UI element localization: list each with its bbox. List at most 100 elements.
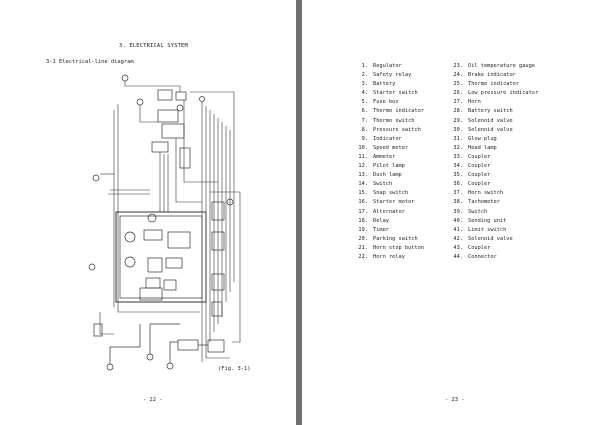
parts-list-number: 23. — [453, 63, 463, 69]
parts-list-number: 38. — [453, 199, 463, 206]
wire — [139, 105, 158, 123]
panel-frame — [119, 215, 203, 299]
regulator-symbol — [175, 91, 187, 101]
gauge-symbol — [124, 231, 136, 243]
parts-list-item: 6.Thermo indicator — [354, 107, 424, 116]
ground-symbol — [146, 353, 154, 361]
parts-list-item: 1.Regulator — [354, 62, 424, 71]
parts-list-item: 2.Safety relay — [354, 71, 424, 80]
parts-list-label: Dush lamp — [373, 172, 402, 179]
parts-list-label: Coupler — [468, 244, 491, 251]
parts-list-label: Starter motor — [373, 199, 415, 206]
parts-list-item: 42.Solenoid valve — [449, 235, 538, 244]
parts-list-number: 12. — [358, 163, 368, 170]
parts-list-number: 19. — [358, 226, 368, 233]
parts-list-item: 12.Pilot lamp — [354, 162, 424, 171]
parts-list-number: 21. — [358, 244, 368, 251]
parts-list-label: Brake indicator — [468, 72, 516, 79]
parts-list-number: 9. — [361, 135, 368, 142]
parts-list-number: 22. — [358, 253, 368, 260]
wire — [149, 323, 180, 354]
connector-symbol — [211, 301, 223, 317]
parts-list-number: 25. — [453, 81, 463, 88]
page-number-left: - 22 - — [143, 397, 163, 403]
parts-list-number: 44. — [453, 253, 463, 260]
parts-list-label: Glow plug — [468, 135, 497, 142]
parts-list-label: Battery switch — [468, 108, 513, 115]
wire — [175, 138, 202, 203]
parts-list-label: Thermo indicator — [468, 81, 520, 88]
parts-list-number: 15. — [358, 190, 368, 197]
parts-list-item: 35. Coupler — [449, 171, 538, 180]
parts-list-item: 9.Indicator — [354, 135, 424, 144]
parts-list-item: 23. Oil temperature gauge — [449, 62, 538, 71]
page-number-right: - 23 - — [445, 397, 465, 403]
parts-list-label: Ammeter — [373, 153, 396, 160]
parts-list-number: 33. — [453, 153, 463, 160]
top-component-cluster — [121, 74, 205, 169]
wire — [169, 341, 178, 363]
parts-list-label: Sending unit — [468, 217, 507, 224]
parts-list-number: 34. — [453, 163, 463, 170]
parts-list-item: 19. Timer — [354, 226, 424, 235]
starter-switch-symbol — [139, 287, 163, 301]
parts-list-number: 10. — [358, 144, 368, 151]
parts-list-number: 43. — [453, 244, 463, 251]
ground-symbol — [106, 363, 114, 371]
parts-list-number: 35. — [453, 172, 463, 179]
parts-list-number: 11. — [358, 153, 368, 160]
connector-column — [88, 174, 234, 317]
parts-list-label: Thermo switch — [373, 117, 415, 124]
parts-list-number: 32. — [453, 144, 463, 151]
parts-list-label: Timer — [373, 226, 389, 233]
lamp-symbol — [88, 263, 96, 271]
parts-list-item: 34.Coupler — [449, 162, 538, 171]
parts-list-item: 28.Battery switch — [449, 107, 538, 116]
indicator-symbol — [151, 141, 169, 153]
horn-relay-symbol — [177, 339, 199, 351]
parts-list-item: 7.Thermo switch — [354, 117, 424, 126]
parts-list-label: Coupler — [468, 153, 491, 160]
parts-list-number: 24. — [453, 72, 463, 79]
lamp-symbol — [199, 96, 205, 102]
parts-list-item: 8.Pressure switch — [354, 126, 424, 135]
parts-list-label: Connector — [468, 253, 497, 260]
parts-list-label: Horn — [468, 99, 481, 106]
lamp-symbol — [136, 98, 144, 106]
parts-list-label: Relay — [373, 217, 389, 224]
wire — [117, 104, 200, 313]
parts-list-number: 31. — [453, 135, 463, 142]
section-title: 3. ELECTRICAL SYSTEM — [119, 43, 188, 49]
connector-symbol — [211, 231, 225, 251]
parts-list-item: 3.Battery — [354, 80, 424, 89]
wire — [109, 324, 141, 364]
relay-symbol — [165, 257, 183, 269]
parts-list-number: 17. — [358, 208, 368, 215]
parts-list-label: Switch — [468, 208, 488, 215]
parts-list-item: 39. Switch — [449, 208, 538, 217]
relay-symbol — [147, 257, 163, 273]
parts-list-item: 26.Low pressure indicator — [449, 89, 538, 98]
parts-list-label: Snap switch — [373, 190, 409, 197]
parts-list-item: 43. Coupler — [449, 244, 538, 253]
instrument-cluster — [115, 211, 207, 303]
parts-list-number: 39. — [453, 208, 463, 215]
connector-symbol — [211, 201, 225, 221]
parts-list-label: Oil temperature gauge — [468, 63, 535, 69]
parts-list-item: 20.Parking switch — [354, 235, 424, 244]
parts-list-item: 29.Solenoid valve — [449, 117, 538, 126]
wire-harness — [99, 81, 241, 362]
parts-list-item: 31. Glow plug — [449, 135, 538, 144]
left-page: 3. ELECTRICAL SYSTEM 3-1 Electrical-line… — [0, 0, 296, 425]
parts-list-item: 21.Horn stop button — [354, 244, 424, 253]
battery-symbol — [207, 339, 225, 353]
parts-list-number: 36. — [453, 181, 463, 188]
parts-list-label: Coupler — [468, 172, 491, 179]
timer-symbol — [145, 277, 161, 289]
parts-list-number: 18. — [358, 217, 368, 224]
parts-list-number: 37. — [453, 190, 463, 197]
parts-list-number: 29. — [453, 117, 463, 124]
parts-list-item: 13.Dush lamp — [354, 171, 424, 180]
parts-list-label: Safety relay — [373, 72, 412, 79]
parts-list-item: 16.Starter motor — [354, 198, 424, 207]
